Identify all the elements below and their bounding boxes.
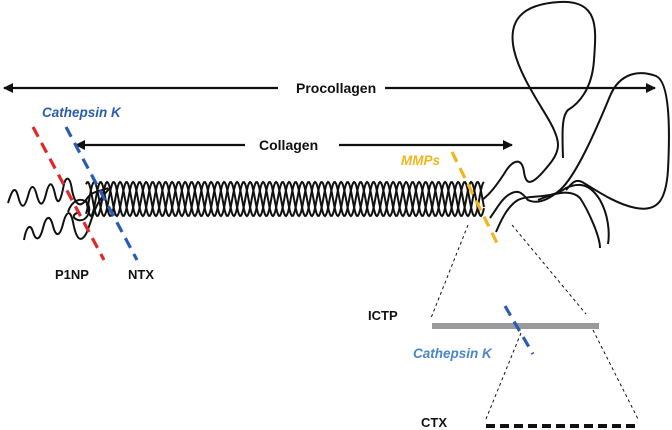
p1np-label: P1NP (55, 267, 89, 282)
n-strand-loop (67, 198, 91, 222)
procollagen-label: Procollagen (296, 80, 376, 96)
helix-strand-2 (85, 180, 485, 218)
helix-strand-3 (85, 180, 485, 218)
c-loop-2 (489, 72, 670, 219)
triple-helix (85, 180, 485, 218)
c-terminal-propeptide-loops (481, 0, 670, 249)
ctx-zoom-guides (485, 329, 639, 420)
n-terminal-propeptide-strands (7, 177, 113, 241)
ictp-label: ICTP (368, 308, 398, 323)
c-strand-4 (537, 191, 601, 249)
cathepsin-k-label-top: Cathepsin K (42, 105, 122, 120)
ctx-label: CTX (421, 415, 447, 430)
c-loop-1 (481, 0, 597, 201)
c-strand-3 (495, 183, 610, 245)
procollagen-span-arrow: Procollagen (3, 80, 656, 96)
collagen-label: Collagen (259, 137, 318, 153)
p1np-cleavage-line (31, 126, 106, 261)
ctx-guide-right (592, 329, 639, 420)
cathepsin-k-label-bottom: Cathepsin K (413, 346, 493, 361)
ictp-zoom-guides (430, 224, 587, 319)
n-strand-upper (7, 177, 109, 207)
ictp-guide-left (430, 224, 469, 319)
ictp-cathepsin-k-cleavage-line (503, 305, 535, 355)
ntx-label: NTX (128, 267, 154, 282)
mmps-label: MMPs (401, 153, 440, 168)
ictp-guide-right (511, 224, 587, 315)
n-strand-lower (23, 185, 113, 241)
collagen-span-arrow: Collagen (75, 137, 513, 153)
ntx-cathepsin-k-cleavage-line (64, 126, 139, 261)
